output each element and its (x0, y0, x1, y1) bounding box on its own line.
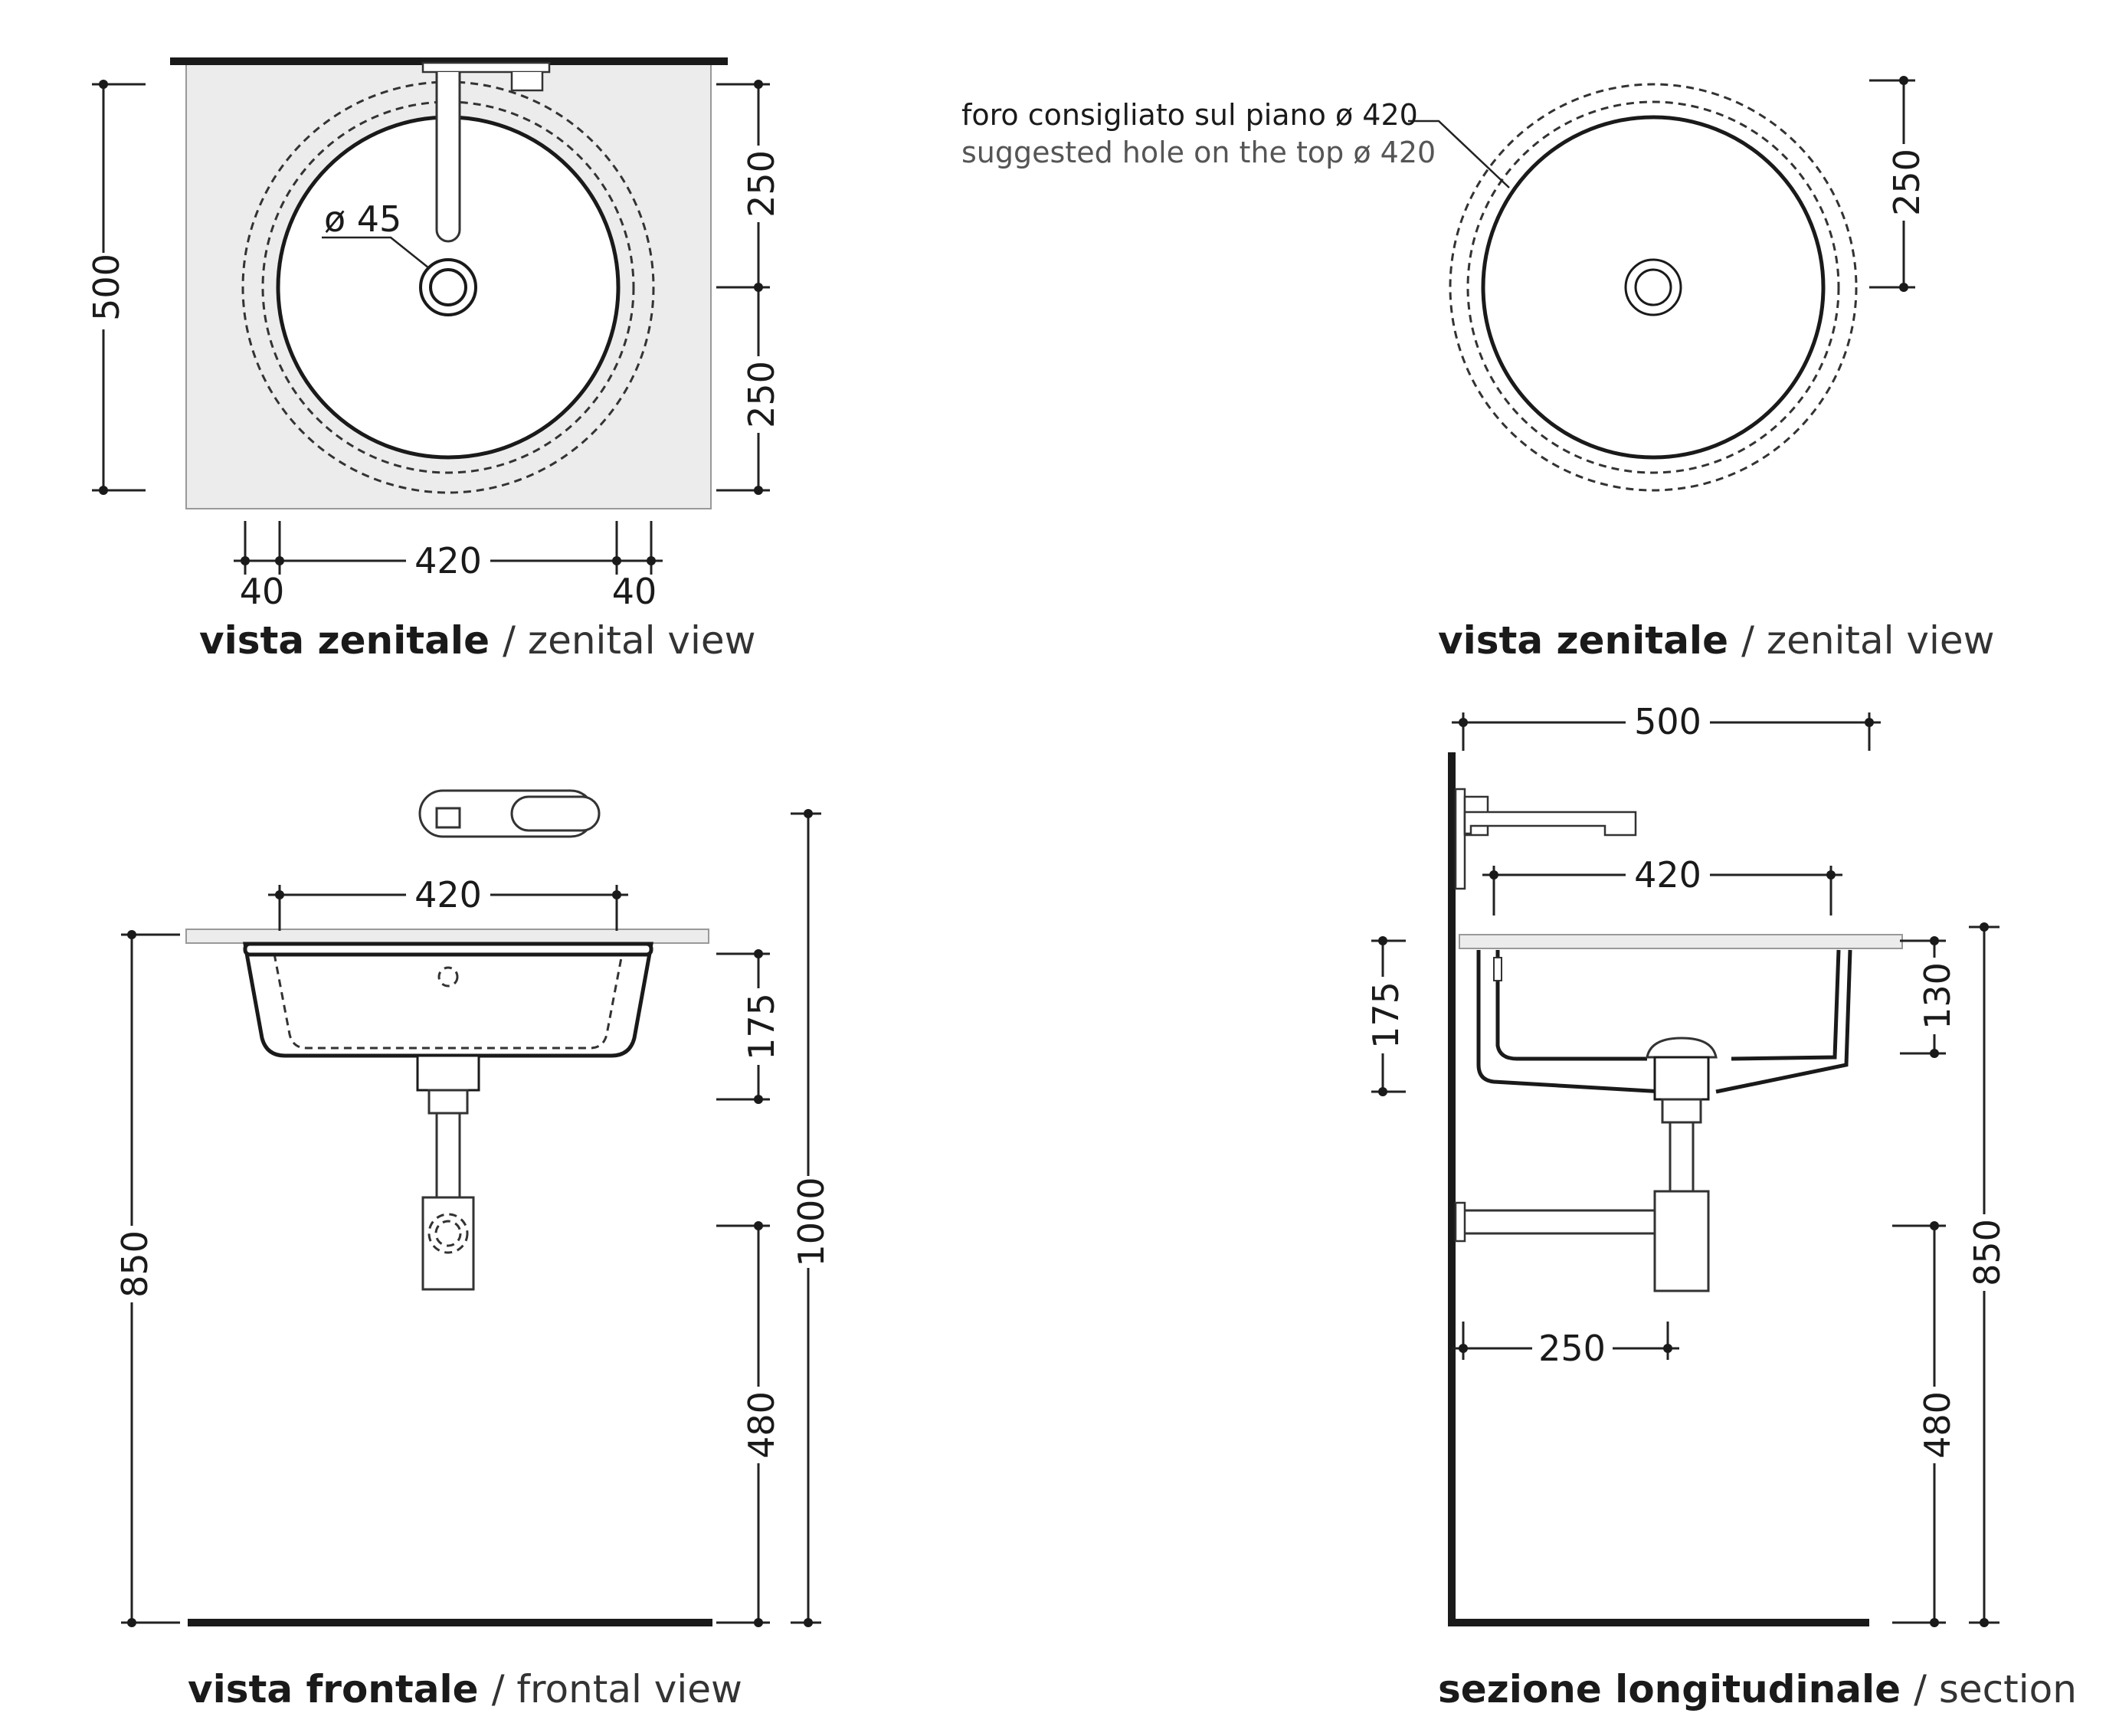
trap-cap-inner (434, 1220, 462, 1247)
dim-front-width: 420 (268, 873, 628, 931)
caption-bottom-right: sezione longitudinale / section (1438, 1667, 2077, 1711)
caption-bottom-left: vista frontale / frontal view (188, 1667, 742, 1711)
dim-radius-text: 250 (1886, 149, 1927, 216)
trap-section-body (1653, 1190, 1710, 1292)
suggested-hole-inner (1466, 100, 1840, 474)
hole-note-bold: foro consigliato sul piano ø 420 (961, 98, 1418, 132)
drain-section-nut (1661, 1098, 1702, 1124)
dim-lower-text: 250 (741, 361, 782, 428)
dim-section-top-height: 850 (1967, 922, 2008, 1627)
top-left-zenital-view: ø 45 500 250 250 (86, 57, 782, 663)
dim-front-total: 1000 (791, 809, 832, 1627)
drain-nut (427, 1089, 469, 1115)
faucet-section-plate (1454, 788, 1466, 890)
dim-section-wall-offset: 250 (1452, 1322, 1679, 1369)
dim-section-inner: 130 (1900, 936, 1958, 1058)
top-right-zenital-view: foro consigliato sul piano ø 420 suggest… (961, 76, 1995, 663)
dim-front-depth: 175 (716, 949, 782, 1104)
trap-section-outlet (1458, 1209, 1656, 1235)
drain-leader (322, 236, 430, 269)
countertop-section (1459, 934, 1903, 949)
faucet-lever (510, 72, 544, 92)
bottom-left-frontal-view: 420 850 175 (114, 789, 832, 1711)
dim-section-trap-height-text: 480 (1917, 1391, 1958, 1459)
dim-section-inner-text: 130 (1917, 962, 1958, 1030)
countertop-front (185, 929, 709, 944)
dim-section-trap-height: 480 (1892, 1221, 1958, 1627)
hole-note-light: suggested hole on the top ø 420 (961, 136, 1436, 169)
basin-front-inner (273, 953, 624, 1050)
faucet-plate (421, 61, 551, 74)
dim-total-height-text: 500 (86, 254, 127, 321)
hole-leader (1408, 120, 1510, 188)
dim-front-trap-height-text: 480 (741, 1391, 782, 1459)
caption-top-left: vista zenitale / zenital view (199, 618, 756, 663)
dim-section-wall-offset-text: 250 (1538, 1328, 1606, 1369)
dim-right-stack: 250 250 (716, 80, 782, 495)
dim-section-overall-text: 500 (1634, 701, 1701, 742)
bottom-right-section: 500 420 175 (1365, 701, 2077, 1711)
drain-section-cap (1646, 1037, 1718, 1059)
drain-section-body (1653, 1056, 1710, 1101)
basin-section-inner (1495, 949, 1841, 1061)
dim-right-margin-text: 40 (612, 571, 657, 612)
faucet-section-spout (1463, 811, 1637, 837)
dim-radius: 250 (1869, 76, 1927, 292)
dim-section-bowl: 420 (1482, 854, 1842, 915)
dim-section-bowl-text: 420 (1634, 854, 1701, 896)
basin-front-rim (243, 942, 653, 957)
overflow-hole (437, 966, 459, 988)
suggested-hole-outer (1449, 83, 1858, 492)
dim-section-overall: 500 (1452, 701, 1881, 751)
drain-inner-right (1634, 268, 1672, 306)
trap-pipe (435, 1112, 461, 1199)
dim-front-width-text: 420 (414, 874, 482, 915)
dim-left-margin-text: 40 (240, 571, 285, 612)
dim-section-depth-text: 175 (1365, 981, 1407, 1049)
dim-front-top-height: 850 (114, 930, 180, 1627)
trap-section-flange (1454, 1201, 1466, 1243)
faucet-front-handle (435, 807, 461, 829)
faucet-front-lever (510, 795, 601, 832)
dim-section-top-height-text: 850 (1967, 1219, 2008, 1286)
dim-total-height: 500 (86, 80, 146, 495)
caption-top-right: vista zenitale / zenital view (1438, 618, 1995, 663)
trap-cap-outer (427, 1213, 469, 1254)
faucet-spout (435, 72, 461, 243)
basin-section (1476, 949, 1852, 1094)
dim-front-depth-text: 175 (741, 993, 782, 1060)
drain-body (416, 1054, 480, 1092)
trap-section-pipe (1669, 1121, 1695, 1193)
dim-upper-text: 250 (741, 150, 782, 218)
dim-width-text: 420 (414, 540, 482, 581)
overflow-section (1493, 957, 1502, 981)
dim-bottom-width: 420 40 40 (234, 521, 663, 612)
dim-front-trap-height: 480 (716, 1221, 782, 1627)
basin-front (243, 942, 653, 1058)
drain-label: ø 45 (324, 198, 401, 240)
dim-front-total-text: 1000 (791, 1177, 832, 1266)
dim-front-top-height-text: 850 (114, 1230, 156, 1298)
trap-body (421, 1196, 475, 1291)
drain-inner (429, 268, 467, 306)
dim-section-depth: 175 (1365, 936, 1407, 1096)
